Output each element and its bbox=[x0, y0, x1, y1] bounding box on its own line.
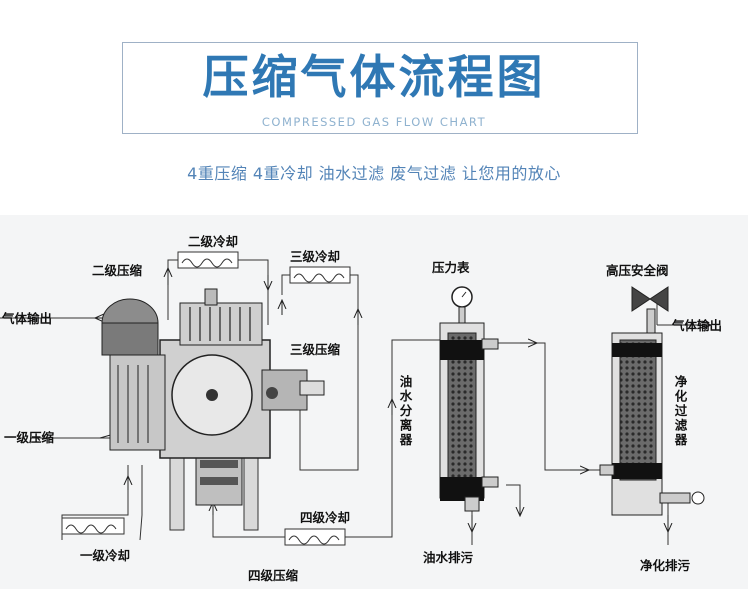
pipe-lines bbox=[0, 259, 710, 545]
label-stage4-compression: 四级压缩 bbox=[248, 568, 299, 583]
label-purification-filter: 净化过滤器 bbox=[673, 374, 688, 448]
oil-water-separator bbox=[439, 286, 499, 512]
page-subtitle: COMPRESSED GAS FLOW CHART bbox=[261, 115, 487, 129]
flow-arrows bbox=[96, 269, 710, 531]
flow-diagram: 二级压缩 二级冷却 三级冷却 气体输出 三级压缩 一级压缩 一级冷却 四级冷却 … bbox=[0, 215, 748, 589]
label-gas-output-right: 气体输出 bbox=[671, 318, 722, 333]
label-pressure-gauge: 压力表 bbox=[432, 260, 470, 275]
label-stage3-cooling: 三级冷却 bbox=[290, 249, 340, 264]
title-frame bbox=[122, 42, 638, 134]
label-stage3-compression: 三级压缩 bbox=[290, 342, 341, 357]
compressor-assembly bbox=[101, 288, 325, 531]
label-stage4-cooling: 四级冷却 bbox=[300, 510, 350, 525]
label-hp-safety-valve: 高压安全阀 bbox=[606, 263, 669, 278]
label-stage1-cooling: 一级冷却 bbox=[80, 548, 130, 563]
label-gas-output-left: 气体输出 bbox=[1, 311, 52, 326]
cooling-coils bbox=[61, 251, 351, 546]
label-stage1-compression: 一级压缩 bbox=[4, 430, 55, 445]
header-section: 压缩气体流程图 COMPRESSED GAS FLOW CHART 4重压缩 4… bbox=[0, 0, 748, 215]
flow-diagram-svg: 二级压缩 二级冷却 三级冷却 气体输出 三级压缩 一级压缩 一级冷却 四级冷却 … bbox=[0, 234, 722, 583]
safety-valve-icon bbox=[631, 286, 669, 312]
label-oil-water-separator: 油水分离器 bbox=[398, 374, 413, 448]
label-oil-water-drain: 油水排污 bbox=[423, 550, 474, 565]
purification-filter bbox=[599, 286, 705, 516]
label-stage2-cooling: 二级冷却 bbox=[188, 234, 238, 249]
feature-tagline: 4重压缩 4重冷却 油水过滤 废气过滤 让您用的放心 bbox=[187, 164, 561, 183]
label-stage2-compression: 二级压缩 bbox=[92, 263, 143, 278]
page-title: 压缩气体流程图 bbox=[202, 50, 546, 104]
label-purification-drain: 净化排污 bbox=[640, 558, 691, 573]
diagram-labels: 二级压缩 二级冷却 三级冷却 气体输出 三级压缩 一级压缩 一级冷却 四级冷却 … bbox=[1, 234, 722, 583]
